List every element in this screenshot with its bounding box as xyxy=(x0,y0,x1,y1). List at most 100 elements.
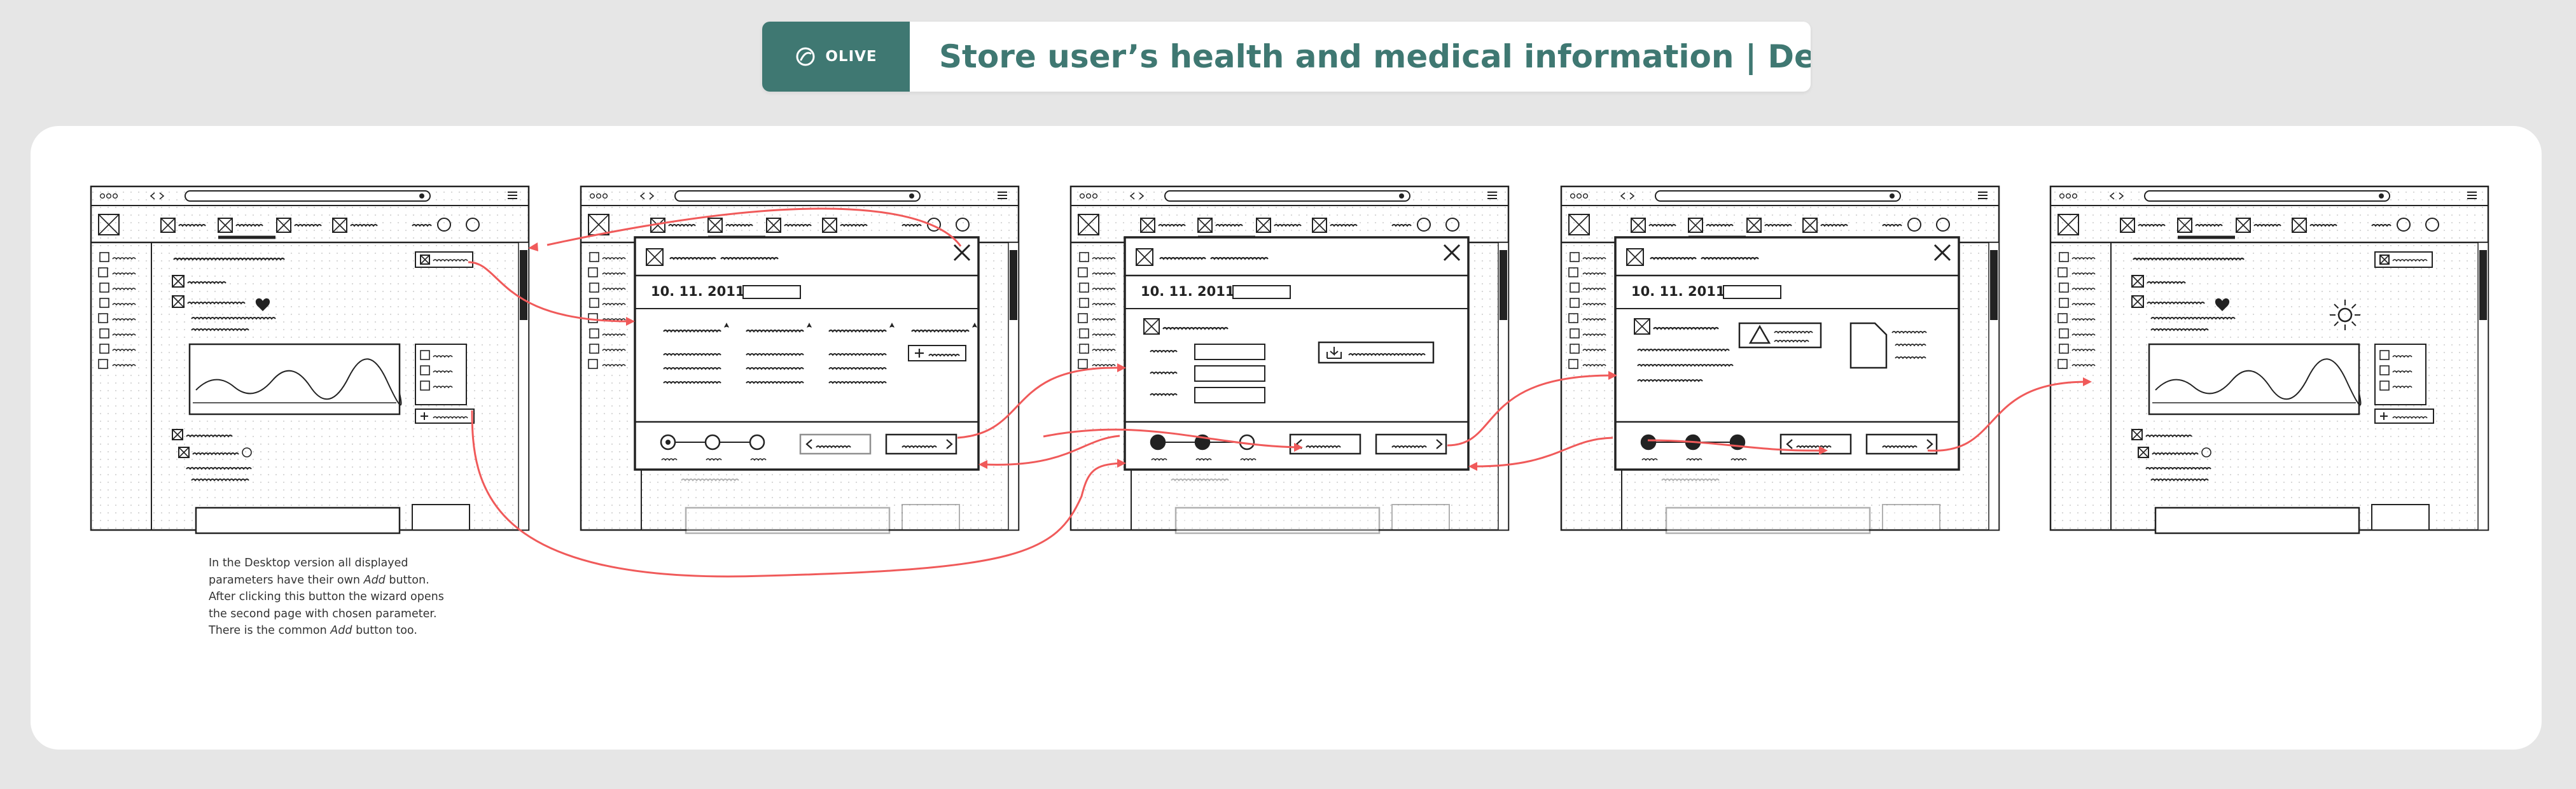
sidebar-item-icon xyxy=(99,252,109,262)
scribble-text xyxy=(1158,224,1186,227)
parameter-list-card xyxy=(902,504,960,531)
scribble-text xyxy=(173,257,285,261)
sidebar-item-icon xyxy=(1568,313,1578,323)
chevron-right-icon xyxy=(946,439,953,449)
image-placeholder-frame xyxy=(2138,447,2149,458)
image-placeholder-cross xyxy=(766,218,781,233)
image-placeholder-frame xyxy=(2379,255,2390,265)
image-placeholder-icon xyxy=(2138,447,2149,458)
image-placeholder-icon xyxy=(2131,429,2143,440)
image-placeholder-cross xyxy=(2131,275,2144,288)
image-placeholder-cross xyxy=(1802,218,1818,233)
address-bar-dot xyxy=(2379,193,2384,199)
window-dot xyxy=(2059,193,2065,199)
brand-block: OLIVE xyxy=(762,22,910,92)
image-placeholder-cross xyxy=(2057,214,2079,235)
scribble-text xyxy=(1162,326,1229,330)
flow-arrow-back-step-1-head xyxy=(978,460,987,469)
image-placeholder-icon xyxy=(2236,218,2251,233)
image-placeholder-cross xyxy=(332,218,347,233)
sidebar-item-icon xyxy=(98,313,108,323)
scribble-text xyxy=(1150,350,1178,353)
image-placeholder-cross xyxy=(2292,218,2307,233)
scribble-text xyxy=(681,478,739,482)
scribble-text xyxy=(2071,303,2096,306)
image-placeholder-cross xyxy=(1688,218,1703,233)
document-icon xyxy=(420,365,430,375)
chart-card xyxy=(2148,343,2360,415)
image-placeholder-cross xyxy=(2177,218,2192,233)
back-button xyxy=(799,433,872,455)
warning-icon xyxy=(1748,325,1771,344)
scribble-text xyxy=(1582,257,1606,260)
scribble-text xyxy=(2145,467,2211,470)
image-placeholder-icon xyxy=(646,248,664,266)
scribble-text xyxy=(1171,478,1229,482)
sidebar-item-icon xyxy=(99,283,109,293)
image-placeholder-frame xyxy=(1312,218,1327,233)
image-placeholder-icon xyxy=(276,218,291,233)
address-bar-dot xyxy=(1399,193,1404,199)
heart-icon xyxy=(2215,298,2230,311)
image-placeholder-cross xyxy=(646,248,664,266)
scribble-text xyxy=(750,458,767,461)
sidebar-item-icon xyxy=(589,283,599,293)
scrollbar-thumb xyxy=(1010,250,1017,320)
image-placeholder-frame xyxy=(332,218,347,233)
image-placeholder-frame xyxy=(2131,275,2144,288)
scribble-text xyxy=(2309,224,2337,227)
upload-icon xyxy=(1326,347,1342,359)
image-placeholder-cross xyxy=(1626,248,1644,266)
scribble-text xyxy=(187,302,246,305)
image-placeholder-cross xyxy=(1197,218,1213,233)
scrollbar-thumb xyxy=(2479,250,2487,320)
sidebar-item-icon xyxy=(2059,283,2069,293)
chart-card xyxy=(2154,506,2360,534)
image-placeholder-cross xyxy=(420,255,430,265)
scribble-text xyxy=(746,367,804,370)
app-nav-bar xyxy=(98,214,480,239)
image-placeholder-frame xyxy=(2177,218,2192,233)
annotation-note: In the Desktop version all displayed par… xyxy=(209,555,450,639)
scribble-text xyxy=(1774,331,1813,334)
scribble-text xyxy=(1391,445,1427,449)
scribble-text xyxy=(1582,318,1606,321)
scribble-text xyxy=(2145,435,2192,438)
sidebar-item-icon xyxy=(588,359,598,369)
scribble-text xyxy=(602,364,626,367)
scribble-text xyxy=(350,224,378,227)
scribble-text xyxy=(706,458,722,461)
scribble-text xyxy=(1686,458,1702,461)
sidebar-item-icon xyxy=(1570,298,1580,308)
image-placeholder-frame xyxy=(646,248,664,266)
image-placeholder-cross xyxy=(218,218,233,233)
scribble-text xyxy=(2152,452,2199,456)
window-dot xyxy=(112,193,118,199)
trend-line xyxy=(195,358,402,406)
scribble-text xyxy=(720,256,779,260)
scribble-text xyxy=(2392,386,2412,389)
scribble-text xyxy=(2133,257,2245,261)
image-placeholder-cross xyxy=(707,218,723,233)
help-icon xyxy=(956,218,970,232)
image-placeholder-frame xyxy=(1140,218,1155,233)
sidebar-item-icon xyxy=(1570,344,1580,354)
image-placeholder-icon xyxy=(1197,218,1213,233)
flow-arrow-next-button-head xyxy=(1294,443,1303,452)
avatar xyxy=(437,218,451,232)
flow-arrow-common-add-head xyxy=(1117,459,1126,468)
scribble-text xyxy=(1092,303,1116,306)
sidebar-item-icon xyxy=(98,359,108,369)
scribble-text xyxy=(602,288,626,291)
nav-arrows-icon xyxy=(639,192,655,200)
image-placeholder-cross xyxy=(1631,218,1646,233)
window-dot xyxy=(1092,193,1098,199)
avatar xyxy=(927,218,941,232)
sidebar-item-icon xyxy=(99,328,109,339)
image-placeholder-icon xyxy=(172,295,184,308)
image-placeholder-frame xyxy=(2236,218,2251,233)
scribble-text xyxy=(1895,344,1926,347)
nav-arrows-icon xyxy=(1620,192,1635,200)
scribble-text xyxy=(1092,257,1116,260)
